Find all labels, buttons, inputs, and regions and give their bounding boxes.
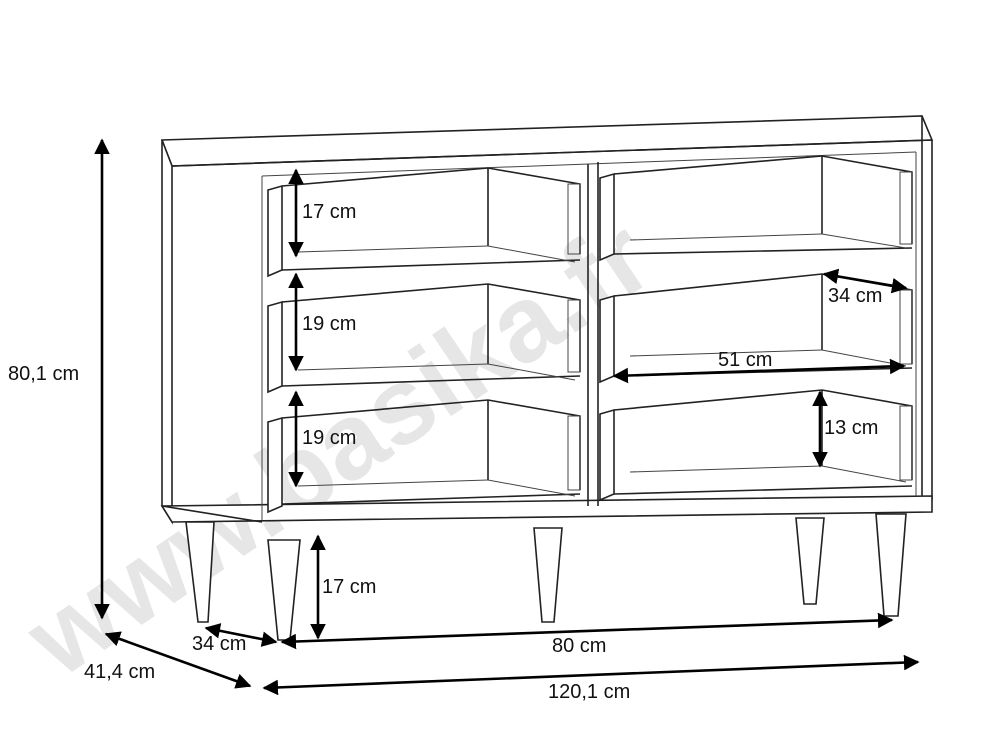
dimension-arrows [94, 138, 920, 696]
right-drawer-depth-label: 34 cm [828, 285, 882, 307]
left-drawer-2-height-label: 19 cm [302, 313, 356, 335]
width-arrow [262, 654, 920, 696]
leg-depth-label: 34 cm [192, 633, 246, 655]
total-height-label: 80,1 cm [8, 363, 79, 385]
right-drawer-depth-arrow [822, 268, 908, 294]
depth-arrow [104, 631, 252, 689]
right-drawer-3-height-label: 13 cm [824, 417, 878, 439]
leg-span-label: 80 cm [552, 635, 606, 657]
cabinet-body [160, 115, 934, 525]
legs [185, 513, 907, 641]
right-drawer-width-arrow [612, 358, 906, 384]
right-drawer-width-label: 51 cm [718, 349, 772, 371]
right-drawer-1 [599, 155, 913, 262]
left-drawer-3-height-label: 19 cm [302, 427, 356, 449]
left-drawer-1-height-label: 17 cm [302, 201, 356, 223]
total-width-label: 120,1 cm [548, 681, 630, 703]
depth-label: 41,4 cm [84, 661, 155, 683]
left-drawer-2 [267, 283, 581, 394]
leg-height-label: 17 cm [322, 576, 376, 598]
left-drawer-3 [267, 399, 581, 514]
right-drawer-3 [599, 389, 913, 502]
left-drawer-1 [267, 167, 581, 278]
dimension-labels: 80,1 cm 41,4 cm 120,1 cm 80 cm 34 cm 17 … [8, 201, 882, 703]
leg-span-arrow [280, 612, 894, 650]
leg-depth-arrow [204, 623, 278, 647]
